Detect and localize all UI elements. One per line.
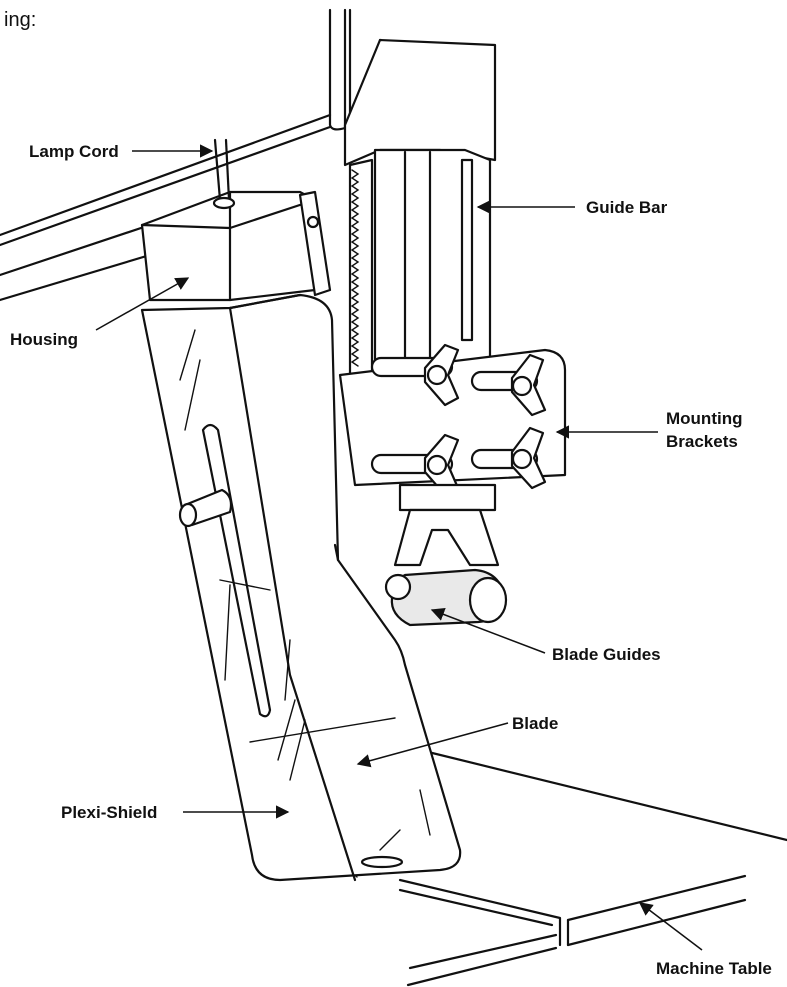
leader-blade-guides xyxy=(430,608,546,654)
adjustment-knob xyxy=(178,488,233,528)
label-guide-bar: Guide Bar xyxy=(586,198,668,217)
label-blade: Blade xyxy=(512,714,558,733)
label-lamp-cord: Lamp Cord xyxy=(29,142,119,161)
top-caption-fragment: ing: xyxy=(4,9,36,31)
machine-table xyxy=(398,748,787,987)
saw-upper-frame xyxy=(0,8,497,302)
label-mounting-brackets-2: Brackets xyxy=(666,432,738,451)
label-blade-guides: Blade Guides xyxy=(552,645,661,664)
label-machine-table: Machine Table xyxy=(656,959,772,978)
label-housing: Housing xyxy=(10,330,78,349)
guide-bar-column xyxy=(373,148,492,377)
leader-machine-table xyxy=(638,902,703,951)
plexi-shield xyxy=(140,293,462,882)
lamp-cord xyxy=(213,138,222,202)
label-mounting-brackets-1: Mounting xyxy=(666,409,742,428)
wing-nut-icon xyxy=(423,433,460,497)
lamp-housing xyxy=(140,138,332,302)
blade-guides xyxy=(384,483,508,627)
blade-upper xyxy=(348,158,374,377)
wing-nut-icon xyxy=(510,426,547,490)
label-plexi-shield: Plexi-Shield xyxy=(61,803,157,822)
leader-blade xyxy=(356,722,509,768)
wing-nut-icon xyxy=(510,353,547,417)
leader-housing xyxy=(95,277,190,331)
wing-nut-icon xyxy=(423,343,460,407)
mounting-brackets xyxy=(338,343,567,497)
